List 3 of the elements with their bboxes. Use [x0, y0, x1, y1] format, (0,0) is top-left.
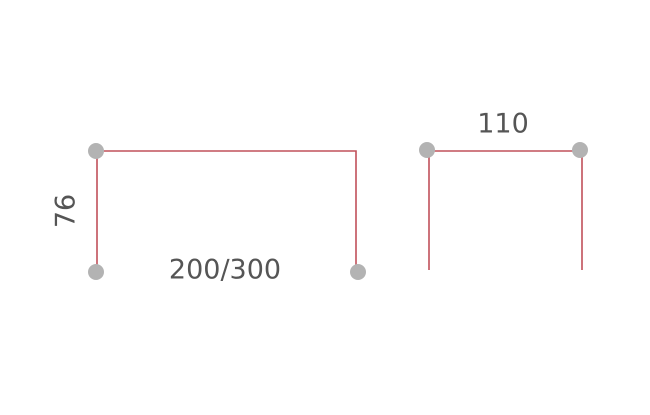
dimension-label: 76	[52, 194, 80, 228]
dimension-label: 110	[477, 110, 529, 138]
dimension-label: 200/300	[168, 256, 282, 284]
